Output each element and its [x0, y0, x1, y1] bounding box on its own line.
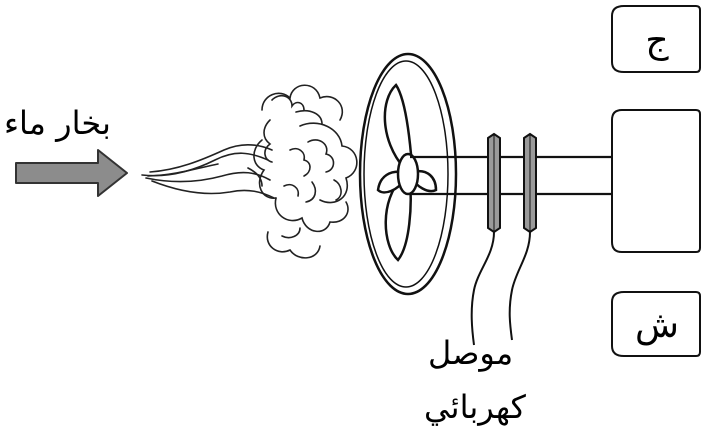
turbine-fan-icon: [360, 54, 456, 294]
top-box-label: ج: [616, 10, 698, 70]
arrow-icon: [16, 150, 127, 196]
conductor-label-line2: كهربائي: [424, 388, 526, 426]
conductor-label-line1: موصل: [428, 334, 513, 372]
steam-label: بخار ماء: [4, 104, 111, 142]
bottom-box-label: ش: [616, 296, 698, 354]
steam-cloud-icon: [142, 85, 357, 258]
slip-ring-icon: [488, 134, 536, 232]
generator-box: [612, 110, 700, 252]
